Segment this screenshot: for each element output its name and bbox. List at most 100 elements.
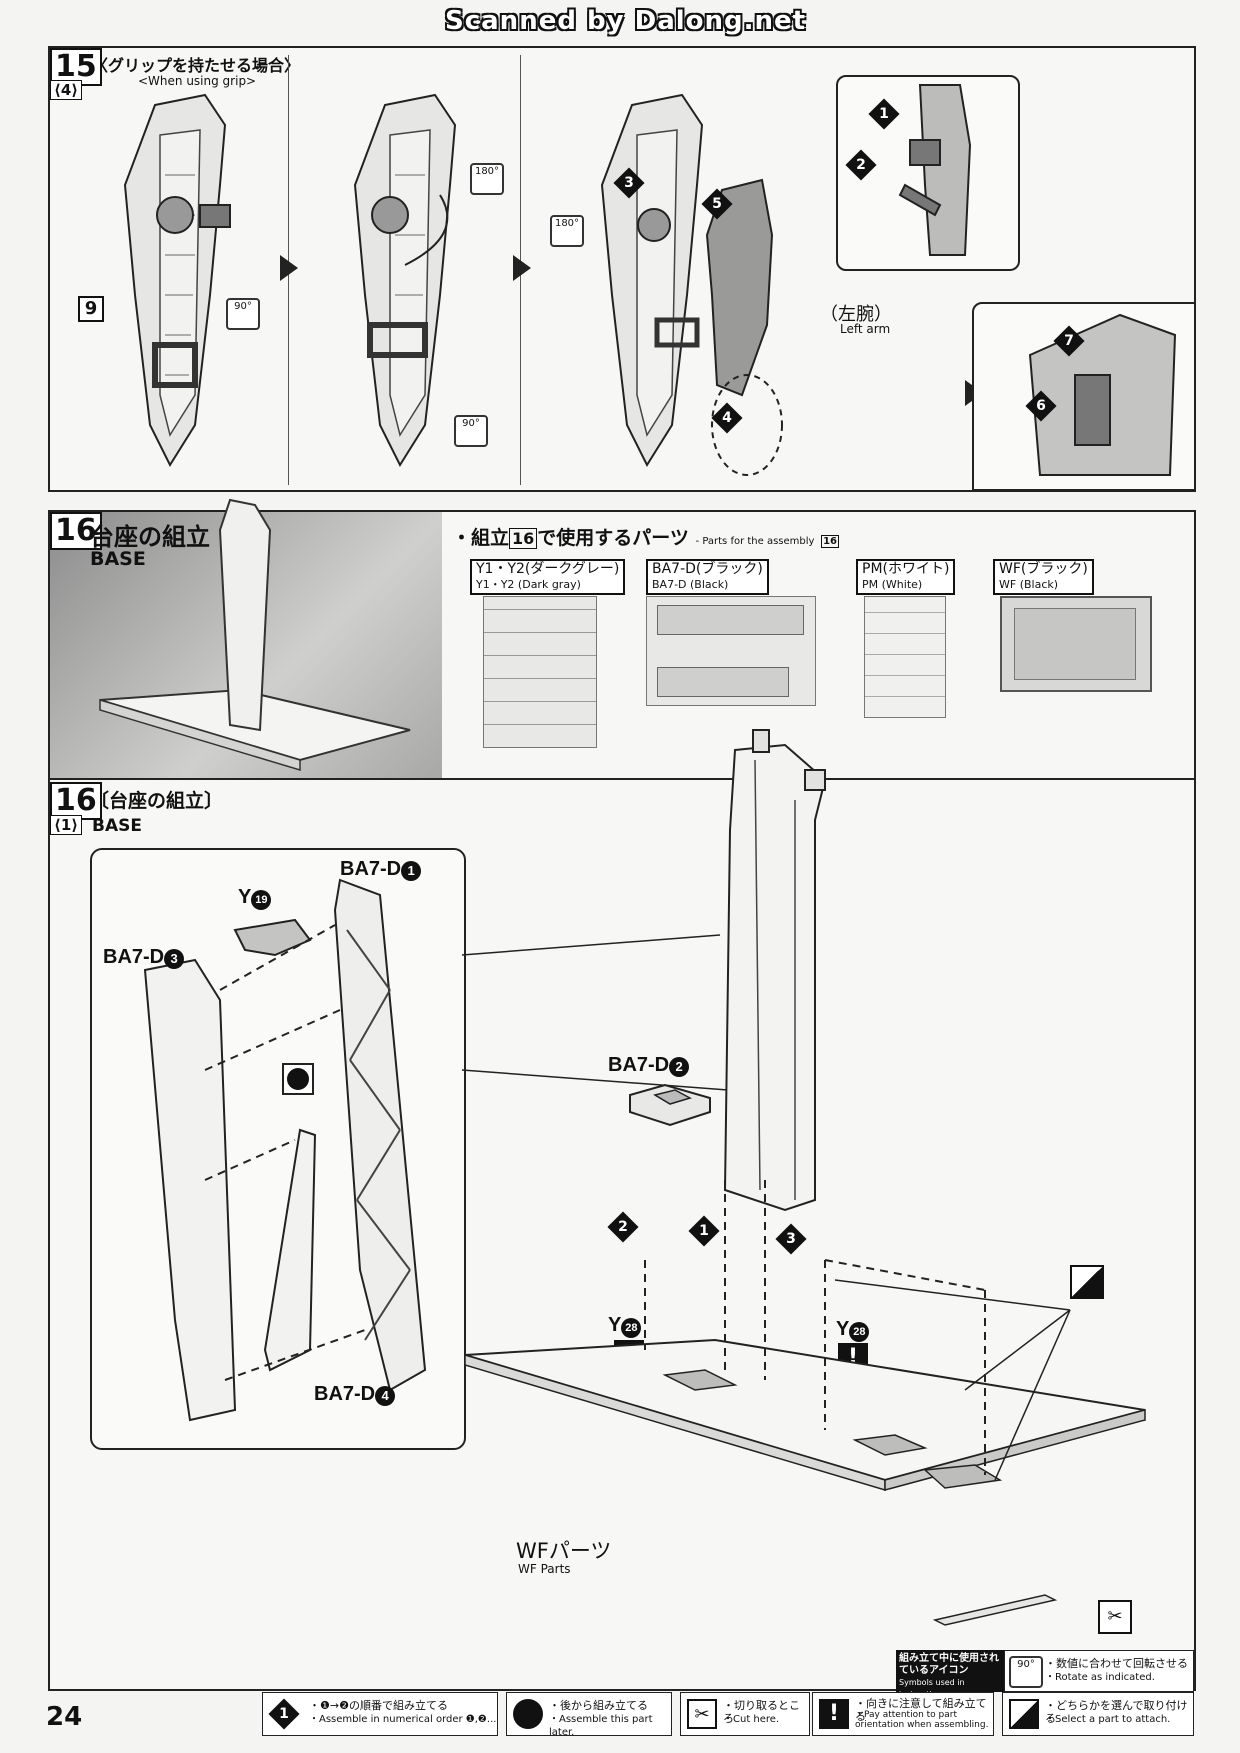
legend-text-ja: ・どちらかを選んで取り付ける xyxy=(1045,1699,1188,1725)
assemble-later-dot xyxy=(287,1068,309,1090)
legend-text-en: ・Pay attention to part orientation when … xyxy=(855,1710,989,1730)
stand-illustration xyxy=(723,729,827,1212)
part-label-ba7d: BA7-D(ブラック) BA7-D (Black) xyxy=(646,559,769,595)
wf-base-illustration xyxy=(464,1180,1146,1626)
label-number: 19 xyxy=(251,890,272,910)
order-3-icon: 3 xyxy=(775,1223,807,1255)
label-number: 4 xyxy=(375,1386,396,1406)
legend-text-ja: ・後から組み立てる xyxy=(549,1699,648,1712)
base-preview-illustration xyxy=(99,498,411,772)
label-text: Y xyxy=(608,1314,622,1336)
runner-wf xyxy=(1000,596,1152,692)
part-label-wf: WF(ブラック) WF (Black) xyxy=(993,559,1094,595)
part-label-y1-y2: Y1・Y2(ダークグレー) Y1・Y2 (Dark gray) xyxy=(470,559,626,595)
runner-part xyxy=(657,667,789,697)
step16-number: 16 xyxy=(50,512,102,550)
step-arrow-icon xyxy=(513,255,531,281)
parts-heading-en-num: 16 xyxy=(821,535,839,548)
cut-here-icon: ✂ xyxy=(1098,1600,1132,1634)
order-2-icon: 2 xyxy=(607,1211,639,1243)
rotate-icon: 90° xyxy=(1009,1656,1043,1688)
part-label-ja: PM(ホワイト) xyxy=(862,561,950,577)
assemble-later-icon xyxy=(282,1063,314,1095)
assembly-detail-illustration xyxy=(143,878,427,1422)
step16-1-title-en: BASE xyxy=(92,816,142,836)
legend-text-en: ・Cut here. xyxy=(723,1714,780,1725)
label-number: 28 xyxy=(621,1318,642,1338)
select-part-icon xyxy=(1009,1699,1039,1729)
parts-heading-num: 16 xyxy=(509,528,538,549)
legend-rotate-ja: ・数値に合わせて回転させる xyxy=(1045,1657,1188,1670)
rotate-180-icon: 180° xyxy=(470,163,504,195)
shield-illustration xyxy=(123,93,231,468)
left-arm-label-ja: （左腕） xyxy=(820,304,892,325)
label-text: Y xyxy=(836,1318,850,1340)
label-text: BA7-D xyxy=(103,946,165,968)
step16-1-title-ja: 〔台座の組立〕 xyxy=(90,790,224,812)
label-text: Y xyxy=(238,886,252,908)
label-number: 28 xyxy=(849,1322,870,1342)
step-arrow-icon xyxy=(280,255,298,281)
legend-rotate: 90° ・数値に合わせて回転させる ・Rotate as indicated. xyxy=(1004,1650,1194,1692)
rotate-90-icon: 90° xyxy=(454,415,488,447)
legend-text-en: ・Select a part to attach. xyxy=(1045,1714,1171,1725)
runner-part xyxy=(1014,608,1136,680)
label-text: BA7-D xyxy=(340,858,402,880)
runner-part xyxy=(657,605,804,635)
part-label-ja: WF(ブラック) xyxy=(999,561,1088,577)
select-part-icon xyxy=(1070,1265,1104,1299)
label-number: 3 xyxy=(164,949,185,969)
part-label-pm: PM(ホワイト) PM (White) xyxy=(856,559,956,595)
part-label-en: WF (Black) xyxy=(999,578,1059,591)
step16-1-number: 16 xyxy=(50,782,102,820)
legend-text-ja: ・向きに注意して組み立てる xyxy=(855,1697,987,1723)
page-number: 24 xyxy=(46,1702,83,1732)
runner-pm xyxy=(864,596,946,718)
legend-item-select: ・どちらかを選んで取り付ける ・Select a part to attach. xyxy=(1002,1692,1194,1736)
runner-y1-y2 xyxy=(483,596,597,748)
parts-heading-ja2: で使用するパーツ xyxy=(537,527,689,549)
order-icon: 1 xyxy=(268,1698,300,1730)
shield-illustration xyxy=(600,93,783,476)
legend-text-en: ・Assemble this part later. xyxy=(549,1714,653,1738)
label-text: BA7-D xyxy=(608,1054,670,1076)
orientation-warning-icon: ! xyxy=(819,1699,849,1729)
wf-parts-label-en: WF Parts xyxy=(518,1562,571,1576)
part-label-en: PM (White) xyxy=(862,578,923,591)
step16-title-en: BASE xyxy=(90,548,146,570)
legend-item-order: 1 ・❶→❷の順番で組み立てる ・Assemble in numerical o… xyxy=(262,1692,498,1736)
runner-ba7d xyxy=(646,596,816,706)
step15-title-en: <When using grip> xyxy=(138,74,257,88)
left-arm-label-en: Left arm xyxy=(840,322,891,336)
detail-illustration xyxy=(898,84,972,256)
legend-text-ja: ・切り取るところ xyxy=(723,1699,800,1725)
parts-heading-ja: ・組立 xyxy=(452,527,510,549)
shield-illustration xyxy=(353,93,457,468)
label-number: 2 xyxy=(669,1057,690,1077)
step15-title-ja: 〈グリップを持たせる場合〉 xyxy=(92,56,301,75)
legend-item-orientation: ! ・向きに注意して組み立てる ・Pay attention to part o… xyxy=(812,1692,994,1736)
legend-item-cut: ✂ ・切り取るところ ・Cut here. xyxy=(680,1692,810,1736)
rotate-180-icon: 180° xyxy=(550,215,584,247)
legend-text-en: ・Assemble in numerical order ❶,❷... xyxy=(309,1714,497,1725)
legend-header: 組み立て中に使用されているアイコン Symbols used in instru… xyxy=(896,1650,1004,1699)
part-label-ja: BA7-D(ブラック) xyxy=(652,561,763,577)
parts-heading-en: - Parts for the assembly xyxy=(695,536,815,547)
part-label-en: BA7-D (Black) xyxy=(652,578,729,591)
cut-here-icon: ✂ xyxy=(687,1699,717,1729)
ba7d-2-part xyxy=(629,1083,711,1127)
wf-parts-label-ja: WFパーツ xyxy=(516,1539,612,1563)
step16-title-ja: 台座の組立 xyxy=(90,523,210,551)
part-label-ja: Y1・Y2(ダークグレー) xyxy=(476,561,620,577)
rotate-90-icon: 90° xyxy=(226,298,260,330)
legend-item-later: ・後から組み立てる ・Assemble this part later. xyxy=(506,1692,672,1738)
